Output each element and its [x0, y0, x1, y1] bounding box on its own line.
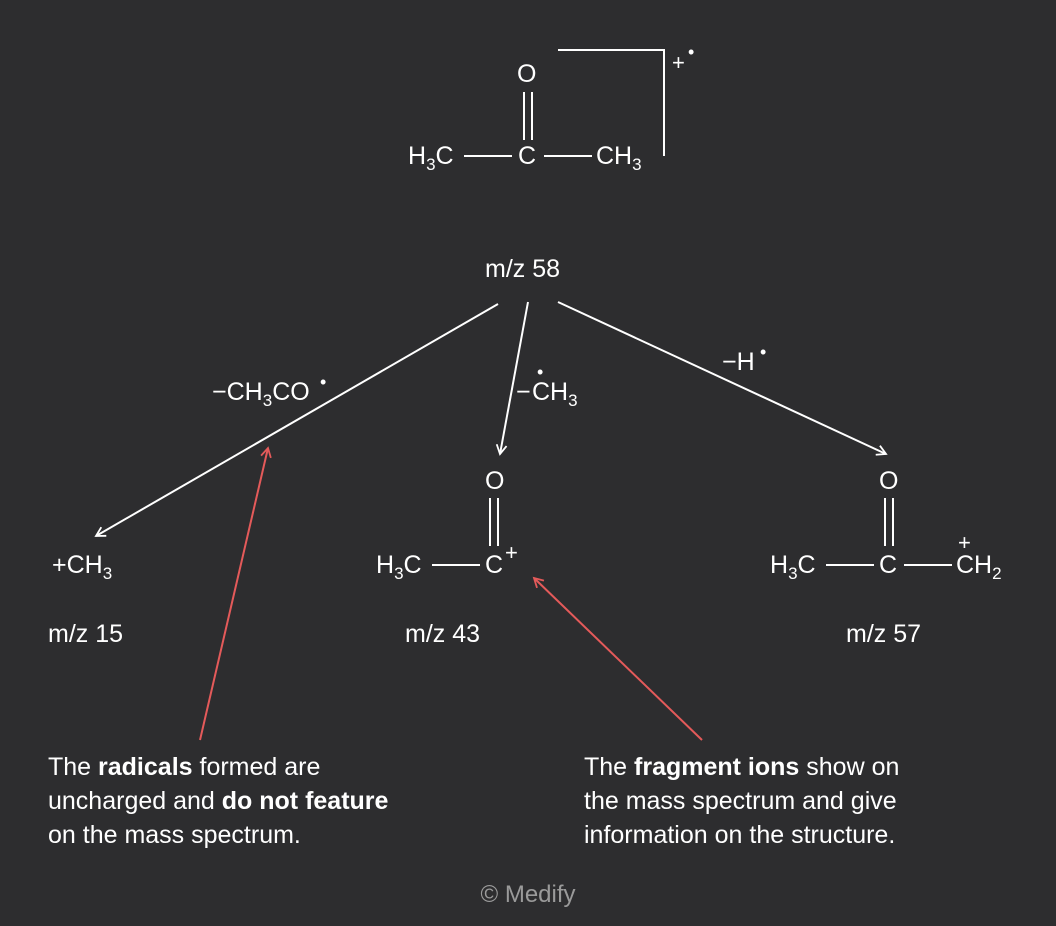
parent-mz-label: m/z 58	[485, 255, 560, 283]
parent-ion-bracket	[558, 49, 665, 156]
middle-pathway-loss-label: CH3	[532, 378, 578, 410]
loss-of-h-fragment: O H3C C CH2 + m/z 57	[770, 467, 1002, 648]
methyl-cation-fragment: +CH3 m/z 15	[48, 551, 123, 648]
loss-h-methyl-group: H3C	[770, 551, 816, 583]
parent-left-methyl: H3C	[408, 142, 454, 174]
acylium-carbon: C	[485, 551, 503, 579]
loss-h-charge: +	[958, 530, 971, 555]
methyl-cation-formula: +CH3	[52, 551, 112, 583]
ions-note-line-3: information on the structure.	[584, 821, 895, 849]
ions-annotation-arrow	[532, 576, 703, 741]
radicals-note-line-1: The radicals formed are	[48, 753, 320, 781]
left-pathway-loss-label: −CH3CO	[212, 378, 310, 410]
acylium-ion-fragment: O H3C C + m/z 43	[376, 467, 518, 648]
acylium-mz-label: m/z 43	[405, 620, 480, 648]
parent-right-methyl: CH3	[596, 142, 642, 174]
ions-note-line-2: the mass spectrum and give	[584, 787, 897, 815]
parent-carbonyl-carbon: C	[518, 142, 536, 170]
arrow-to-methyl-cation	[94, 303, 499, 537]
loss-h-oxygen-atom: O	[879, 467, 898, 495]
radicals-note-line-3: on the mass spectrum.	[48, 821, 301, 849]
loss-h-carbonyl-carbon: C	[879, 551, 897, 579]
radicals-note-line-2: uncharged and do not feature	[48, 787, 389, 815]
middle-pathway-minus: −	[516, 378, 531, 406]
radicals-note: The radicals formed are uncharged and do…	[48, 753, 389, 849]
right-pathway-loss-label: −H	[722, 348, 755, 376]
radicals-annotation-arrow	[199, 446, 272, 741]
arrow-to-loss-of-h	[557, 301, 888, 456]
loss-h-mz-label: m/z 57	[846, 620, 921, 648]
middle-pathway-radical-dot: •	[537, 362, 543, 382]
acylium-oxygen-atom: O	[485, 467, 504, 495]
parent-oxygen-atom: O	[517, 60, 536, 88]
acylium-methyl-group: H3C	[376, 551, 422, 583]
methyl-cation-mz-label: m/z 15	[48, 620, 123, 648]
parent-ion-radical-dot: •	[688, 42, 694, 62]
acylium-charge: +	[505, 540, 518, 565]
parent-ion-structure: O H3C C CH3 + • m/z 58	[408, 42, 694, 283]
left-pathway-radical-dot: •	[320, 372, 326, 392]
arrow-to-acylium-ion	[495, 301, 529, 456]
loss-h-methylene-group: CH2	[956, 551, 1002, 583]
ions-note-line-1: The fragment ions show on	[584, 753, 899, 781]
right-pathway-radical-dot: •	[760, 342, 766, 362]
copyright-label: © Medify	[480, 881, 575, 908]
parent-ion-charge: +	[672, 50, 685, 75]
ions-note: The fragment ions show on the mass spect…	[584, 753, 899, 849]
